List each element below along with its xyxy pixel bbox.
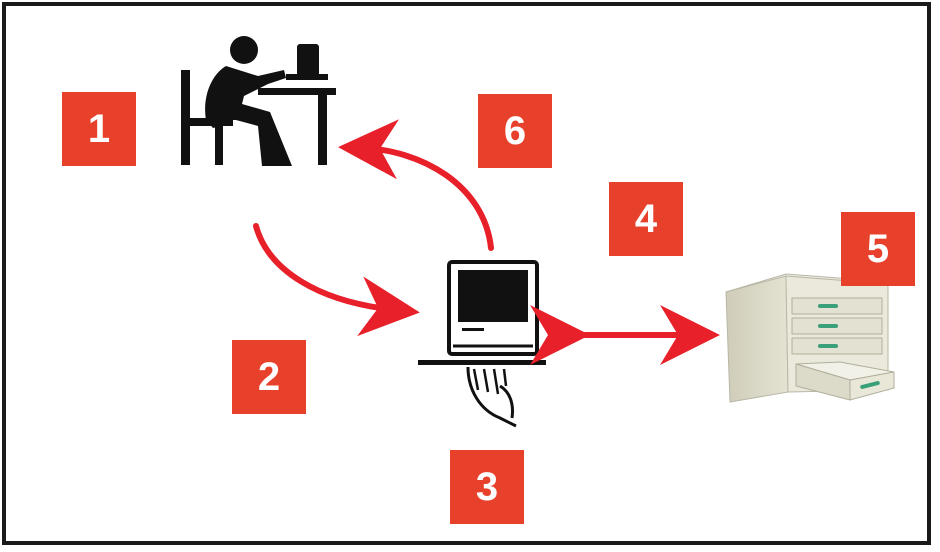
arrow-user-to-computer (256, 226, 396, 310)
file-cabinet-icon (726, 274, 894, 402)
arrow-computer-to-user (362, 148, 491, 248)
step-badge-3: 3 (450, 450, 524, 524)
person-at-desk-icon (181, 36, 336, 166)
step-badge-4: 4 (609, 182, 683, 256)
computer-served-on-tray-icon (418, 262, 546, 426)
step-badge-2: 2 (232, 340, 306, 414)
step-badge-6: 6 (478, 94, 552, 168)
step-badge-5: 5 (841, 212, 915, 286)
step-badge-1: 1 (62, 92, 136, 166)
